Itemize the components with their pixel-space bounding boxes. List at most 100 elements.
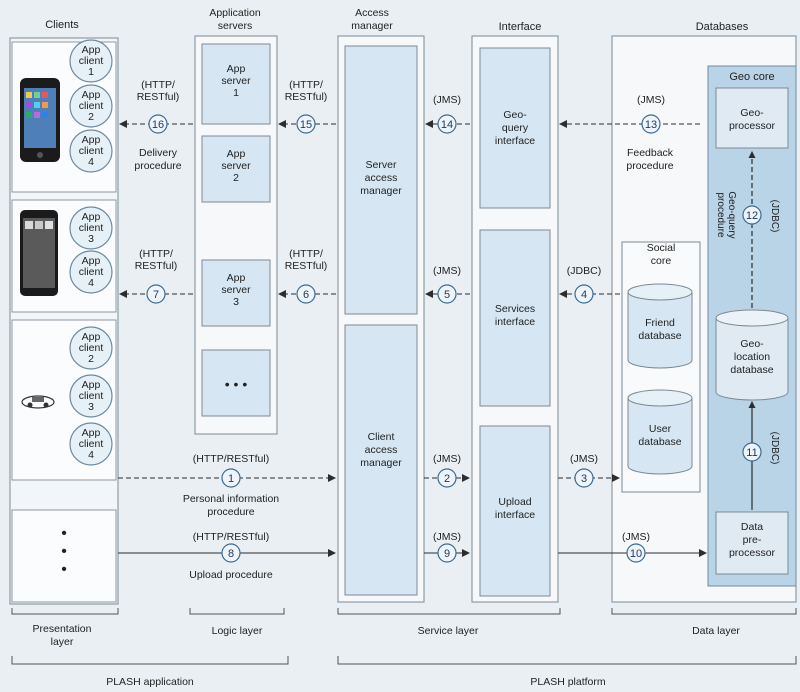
app-client-label: client bbox=[79, 390, 104, 402]
app-client-label: App bbox=[82, 211, 101, 223]
step-16: 16 bbox=[148, 114, 168, 134]
step-circle bbox=[742, 205, 762, 225]
step-number: 4 bbox=[581, 289, 587, 301]
client-access-manager-line2: access bbox=[365, 444, 398, 456]
app-client-label: 2 bbox=[88, 353, 94, 365]
jdbc-label-vertical-lower: (JDBC) bbox=[769, 432, 780, 465]
social-core-title-line2: core bbox=[651, 255, 672, 267]
client-group-more bbox=[11, 509, 117, 603]
jms-9-label: (JMS) bbox=[433, 531, 461, 543]
jms-14-label: (JMS) bbox=[433, 94, 461, 106]
interface-header: Interface bbox=[499, 21, 542, 33]
app-client-label: App bbox=[82, 379, 101, 391]
step-circle bbox=[574, 468, 594, 488]
step-13: 13 bbox=[641, 114, 661, 134]
more-servers-ellipsis: • • • bbox=[225, 376, 248, 392]
upload-interface-line1: Upload bbox=[498, 496, 531, 508]
step-circle bbox=[574, 284, 594, 304]
client-access-manager-line3: manager bbox=[360, 457, 402, 469]
step-number: 13 bbox=[645, 119, 657, 131]
step-11: 11 bbox=[742, 442, 762, 462]
step-circle bbox=[296, 114, 316, 134]
geo-location-database-cylinder bbox=[715, 309, 789, 401]
step-number: 8 bbox=[228, 548, 234, 560]
app-server-2-box bbox=[201, 135, 271, 203]
geo-query-procedure-line1: Geo-query bbox=[726, 191, 737, 238]
step-6: 6 bbox=[296, 284, 316, 304]
geo-processor-box bbox=[715, 87, 789, 149]
tablet-icon bbox=[20, 210, 58, 296]
app-client-label: client bbox=[79, 55, 104, 67]
app-client-circle bbox=[69, 129, 113, 173]
data-layer-brace bbox=[611, 608, 797, 615]
http-restful-16-line2: RESTful) bbox=[137, 91, 180, 103]
services-interface-line2: interface bbox=[495, 316, 535, 328]
logic-layer-label: Logic layer bbox=[212, 625, 263, 637]
server-access-manager-line2: access bbox=[365, 172, 398, 184]
data-preprocessor-box bbox=[715, 511, 789, 575]
geo-core-title: Geo core bbox=[729, 71, 774, 83]
jdbc-geo-vertical-lower: (JDBC) bbox=[769, 432, 780, 465]
jms-5-label: (JMS) bbox=[433, 265, 461, 277]
app-client-label: 4 bbox=[88, 156, 94, 168]
jdbc-4-label: (JDBC) bbox=[567, 265, 601, 277]
access-manager-header-line2: manager bbox=[351, 20, 393, 32]
plash-application-label: PLASH application bbox=[106, 676, 194, 688]
plash-platform-brace bbox=[337, 656, 797, 665]
step-number: 9 bbox=[444, 548, 450, 560]
layer-braces bbox=[11, 608, 797, 665]
upload-procedure-label: Upload procedure bbox=[189, 569, 273, 581]
app-server-3-box bbox=[201, 259, 271, 327]
data-preprocessor-line2: pre- bbox=[743, 534, 762, 546]
app-client-label: client bbox=[79, 342, 104, 354]
app-client-label: App bbox=[82, 427, 101, 439]
client-access-manager-line1: Client bbox=[368, 431, 395, 443]
step-4: 4 bbox=[574, 284, 594, 304]
data-preprocessor-line1: Data bbox=[741, 521, 763, 533]
step-circle bbox=[437, 284, 457, 304]
databases-header: Databases bbox=[696, 21, 749, 33]
app-client-label: client bbox=[79, 266, 104, 278]
step-number: 1 bbox=[228, 473, 234, 485]
step-circle bbox=[626, 543, 646, 563]
user-database-line2: database bbox=[638, 436, 681, 448]
step-number: 6 bbox=[303, 289, 309, 301]
http-restful-6-line2: RESTful) bbox=[285, 260, 328, 272]
friend-database-line2: database bbox=[638, 330, 681, 342]
presentation-layer-line1: Presentation bbox=[33, 623, 92, 635]
step-number: 3 bbox=[581, 473, 587, 485]
app-client-label: client bbox=[79, 100, 104, 112]
app-server-label: server bbox=[221, 75, 251, 87]
geo-location-db-line3: database bbox=[730, 364, 773, 376]
step-circle bbox=[296, 284, 316, 304]
step-14: 14 bbox=[437, 114, 457, 134]
jdbc-label-vertical-upper: (JDBC) bbox=[769, 200, 780, 233]
app-client-label: client bbox=[79, 145, 104, 157]
geo-query-procedure-line2: procedure bbox=[715, 192, 726, 237]
http-restful-16-line1: (HTTP/ bbox=[141, 79, 175, 91]
app-client-label: client bbox=[79, 438, 104, 450]
step-circle bbox=[437, 468, 457, 488]
app-server-label: 2 bbox=[233, 172, 239, 184]
service-layer-brace bbox=[337, 608, 561, 615]
app-server-label: server bbox=[221, 284, 251, 296]
http-restful-8-label: (HTTP/RESTful) bbox=[193, 531, 269, 543]
step-circle bbox=[221, 543, 241, 563]
more-clients-dot-2: • bbox=[61, 543, 67, 560]
smartphone-icon bbox=[20, 78, 60, 162]
step-1: 1 bbox=[221, 468, 241, 488]
app-client-label: App bbox=[82, 89, 101, 101]
app-server-label: App bbox=[227, 272, 246, 284]
delivery-procedure-line1: Delivery bbox=[139, 147, 178, 159]
step-5: 5 bbox=[437, 284, 457, 304]
app-client-label: client bbox=[79, 222, 104, 234]
http-restful-7-line2: RESTful) bbox=[135, 260, 178, 272]
jms-2-label: (JMS) bbox=[433, 453, 461, 465]
app-server-label: 1 bbox=[233, 87, 239, 99]
